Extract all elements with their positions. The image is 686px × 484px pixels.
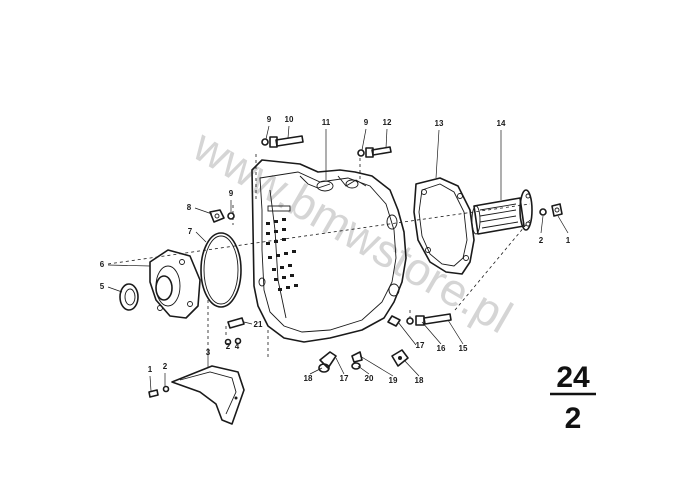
guide-tube bbox=[471, 189, 533, 235]
part-callout-label: 4 bbox=[235, 342, 240, 351]
cover-plate bbox=[171, 365, 245, 425]
part-callout-label: 9 bbox=[364, 118, 369, 127]
watermark-text: www.bmwstore.pl bbox=[184, 119, 521, 343]
part-callout-label: 9 bbox=[267, 115, 272, 124]
callout-leader-lines bbox=[107, 125, 569, 392]
part-callout-label: 8 bbox=[187, 203, 192, 212]
nut-washer-left bbox=[209, 209, 235, 223]
bolt-15-group bbox=[387, 313, 452, 327]
part-callout-label: 18 bbox=[415, 376, 424, 385]
part-callout-label: 6 bbox=[100, 260, 105, 269]
seal-ring bbox=[119, 283, 139, 311]
part-callout-label: 9 bbox=[229, 189, 234, 198]
part-callout-label: 16 bbox=[437, 344, 446, 353]
part-callout-label: 21 bbox=[254, 320, 263, 329]
bottom-fittings bbox=[318, 349, 409, 373]
part-callout-label: 20 bbox=[365, 374, 374, 383]
part-callout-label: 18 bbox=[304, 374, 313, 383]
part-callout-label: 1 bbox=[566, 236, 571, 245]
top-bolt-10 bbox=[261, 135, 304, 148]
bearing-cover bbox=[149, 249, 201, 319]
assembly-axis-lines bbox=[107, 154, 531, 360]
part-callout-label: 11 bbox=[322, 118, 331, 127]
part-callout-label: 2 bbox=[226, 342, 231, 351]
part-callout-label: 14 bbox=[497, 119, 506, 128]
top-bolt-12 bbox=[357, 146, 392, 158]
bolt-washer-lower-left bbox=[148, 385, 170, 398]
housing-vent-slots bbox=[266, 205, 298, 291]
part-callout-label: 7 bbox=[188, 227, 193, 236]
part-callout-label: 10 bbox=[285, 115, 294, 124]
part-callout-label: 13 bbox=[435, 119, 444, 128]
o-ring bbox=[200, 232, 242, 308]
bolt-washer-right bbox=[539, 203, 563, 217]
bolt-21-group bbox=[224, 317, 245, 346]
part-callout-label: 17 bbox=[416, 341, 425, 350]
part-callout-label: 15 bbox=[459, 344, 468, 353]
part-callout-label: 5 bbox=[100, 282, 105, 291]
part-callout-label: 19 bbox=[389, 376, 398, 385]
group-sub-number: 2 bbox=[565, 402, 582, 435]
group-number: 24 2 bbox=[550, 361, 596, 435]
group-main-number: 24 bbox=[556, 361, 590, 394]
part-callout-label: 12 bbox=[383, 118, 392, 127]
housing-gasket bbox=[413, 177, 475, 275]
part-callout-label: 17 bbox=[340, 374, 349, 383]
part-callout-label: 2 bbox=[163, 362, 168, 371]
part-callout-label: 1 bbox=[148, 365, 153, 374]
part-callout-label: 3 bbox=[206, 348, 211, 357]
part-callout-label: 2 bbox=[539, 236, 544, 245]
clutch-housing bbox=[251, 159, 407, 343]
